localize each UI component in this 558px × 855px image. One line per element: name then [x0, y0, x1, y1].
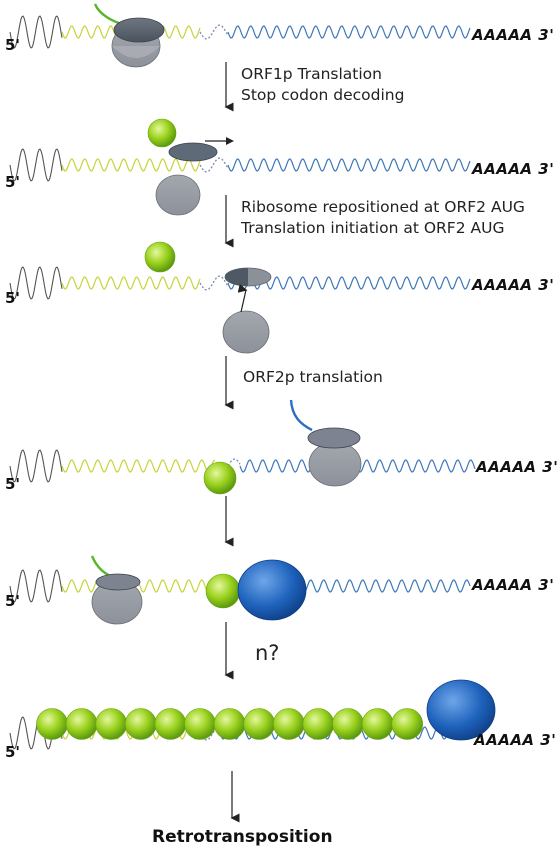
five-prime-label: 5': [5, 475, 21, 493]
orf1p-icon: [391, 708, 424, 740]
five-utr-strand: [9, 569, 63, 603]
nascent-orf1p-chain: [93, 3, 123, 26]
step-label-repeat: n?: [255, 641, 280, 665]
ribosome-large-subunit-icon: [113, 17, 165, 43]
ribosome-small-subunit-icon: [222, 310, 270, 354]
five-utr-strand: [9, 266, 63, 300]
orf1p-icon: [184, 708, 216, 740]
polya-tail-label: AAAAA 3': [476, 458, 558, 476]
arrow-up-icon: [237, 283, 248, 313]
five-utr-strand: [9, 15, 63, 49]
step-label-orf2p-translation: ORF2p translation: [243, 368, 383, 386]
ribosome-large-subunit-icon: [307, 427, 361, 449]
five-prime-label: 5': [5, 173, 21, 191]
orf1-strand: [61, 459, 216, 473]
orf1p-icon: [205, 573, 241, 609]
step-label-ribosome-repositioned: Ribosome repositioned at ORF2 AUG: [241, 198, 525, 216]
orf1p-icon: [147, 118, 177, 148]
polya-tail-label: AAAAA 3': [472, 160, 555, 178]
five-prime-label: 5': [5, 36, 21, 54]
orf1p-icon: [361, 708, 394, 740]
polya-tail-label: AAAAA 3': [474, 731, 557, 749]
orf1p-icon: [36, 708, 68, 740]
orf1p-icon: [332, 708, 364, 740]
orf2-strand: [227, 25, 471, 39]
orf1p-icon: [302, 708, 335, 740]
orf1p-icon: [95, 708, 127, 740]
polya-tail-label: AAAAA 3': [472, 26, 555, 44]
step-label-stop-codon: Stop codon decoding: [241, 86, 405, 104]
step-arrows: [205, 62, 248, 823]
orf2p-icon: [237, 559, 307, 621]
orf1p-icon: [213, 708, 246, 740]
five-prime-label: 5': [5, 743, 21, 761]
ribosome-small-subunit-icon: [308, 441, 362, 487]
step-label-orf1p-translation: ORF1p Translation: [241, 65, 382, 83]
five-prime-label: 5': [5, 289, 21, 307]
ribosome-small-subunit-shade: [112, 46, 160, 58]
orf1p-icon: [203, 461, 237, 495]
molecular-objects: [36, 3, 496, 741]
orf1p-icon: [65, 708, 98, 740]
orf2p-icon: [426, 679, 496, 741]
orf1p-icon: [243, 708, 276, 740]
ribosome-sliding-icon: [168, 142, 218, 162]
five-utr-strand: [9, 148, 63, 182]
inter-orf-spacer: [199, 157, 229, 173]
inter-orf-spacer: [199, 24, 229, 40]
five-utr-strand: [9, 449, 63, 483]
nascent-orf2p-chain: [289, 399, 313, 432]
polya-tail-label: AAAAA 3': [472, 276, 555, 294]
step-label-translation-initiation: Translation initiation at ORF2 AUG: [241, 219, 505, 237]
orf1p-icon: [272, 708, 305, 740]
polya-tail-label: AAAAA 3': [472, 576, 555, 594]
orf1-strand: [61, 158, 201, 172]
inter-orf-spacer: [199, 275, 229, 291]
orf1p-icon: [125, 708, 157, 740]
orf1p-icon: [144, 241, 176, 273]
orf2-strand: [227, 276, 471, 290]
ribosome-small-subunit-icon: [155, 174, 201, 216]
ribosome-large-subunit-icon: [95, 573, 141, 591]
orf1p-icon: [154, 708, 187, 740]
orf2-strand: [227, 158, 471, 172]
orf1-strand: [61, 276, 201, 290]
arrow-right-head-icon: [226, 137, 234, 145]
outcome-label: Retrotransposition: [152, 827, 333, 847]
ribosome-bound-shade: [225, 268, 248, 286]
five-prime-label: 5': [5, 592, 21, 610]
